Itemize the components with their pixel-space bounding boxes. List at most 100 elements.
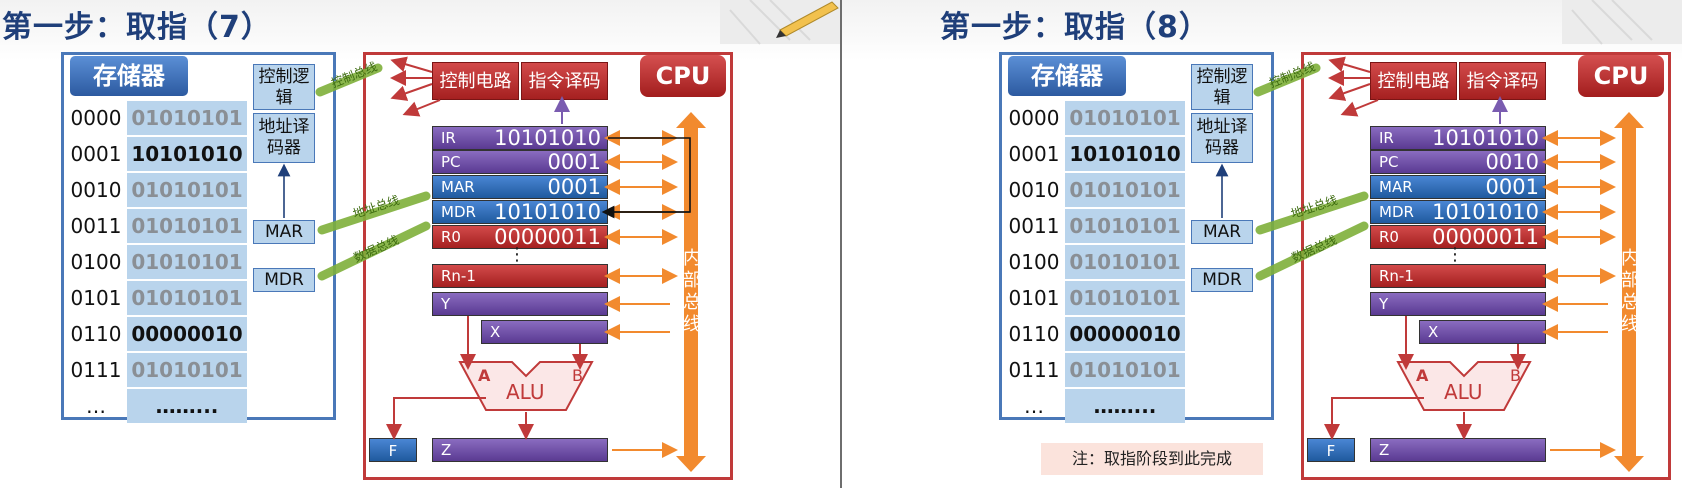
alu-shape	[1396, 361, 1532, 411]
memory-address: 0000	[70, 106, 122, 130]
register-x: X	[1419, 320, 1546, 344]
memory-address: 0000	[1008, 106, 1060, 130]
memory-cell: 01010101	[127, 352, 247, 387]
completion-note: 注：取指阶段到此完成	[1041, 443, 1263, 475]
memory-address: 0110	[70, 322, 122, 346]
register-value: 10101010	[494, 126, 601, 150]
memory-address: 0100	[1008, 250, 1060, 274]
internal-bus-label: 内部总线	[1621, 248, 1639, 335]
memory-address: 0011	[70, 214, 122, 238]
register-name: Y	[441, 295, 451, 313]
memory-address: 0101	[1008, 286, 1060, 310]
internal-bus-label: 内部总线	[683, 248, 701, 335]
register-rn-1: Rn-1	[1370, 264, 1546, 288]
slide-title: 第一步：取指（8）	[940, 10, 1210, 45]
memory-cell: 01010101	[1065, 100, 1185, 135]
memory-title: 存储器	[1008, 56, 1126, 96]
memory-cell: 00000010	[127, 316, 247, 351]
memory-address: 0110	[1008, 322, 1060, 346]
memory-cell: 01010101	[127, 280, 247, 315]
memory-address: 0101	[70, 286, 122, 310]
memory-cell: 01010101	[127, 100, 247, 135]
register-value: 10101010	[1432, 126, 1539, 150]
memory-mar-box: MAR	[1191, 220, 1253, 244]
register-value: 0010	[1485, 150, 1539, 174]
memory-address: 0011	[1008, 214, 1060, 238]
register-name: R0	[441, 228, 461, 246]
slide-step-8: 第一步：取指（8） 存储器 0000 0001 0010 0011 0100 0…	[842, 0, 1682, 488]
register-name: Rn-1	[441, 267, 476, 285]
register-name: MDR	[1379, 203, 1414, 221]
panel-divider	[840, 0, 842, 488]
register-name: Y	[1379, 295, 1389, 313]
pencil-decoration-icon	[720, 0, 840, 45]
memory-address: 0111	[70, 358, 122, 382]
alu-input-a: A	[1416, 366, 1429, 385]
register-x: X	[481, 320, 608, 344]
memory-cell: 01010101	[1065, 172, 1185, 207]
memory-address: 0010	[70, 178, 122, 202]
memory-cell: 01010101	[127, 244, 247, 279]
register-name: MDR	[441, 203, 476, 221]
slide-step-7: 第一步：取指（7） 存储器 0000 0001 0010 0011 0100 0…	[0, 0, 840, 488]
memory-title: 存储器	[70, 56, 188, 96]
memory-address: …	[86, 394, 106, 418]
memory-cell: 00000010	[1065, 316, 1185, 351]
memory-cell: 01010101	[1065, 208, 1185, 243]
control-circuit-box: 控制电路	[1370, 62, 1457, 100]
internal-bus	[676, 112, 706, 472]
register-name: PC	[441, 153, 461, 171]
memory-cell: ……...	[127, 388, 247, 423]
control-circuit-box: 控制电路	[432, 62, 519, 100]
register-ellipsis: ⋮	[508, 244, 526, 265]
alu-label: ALU	[1444, 380, 1483, 404]
register-name: X	[490, 323, 501, 341]
register-name: MAR	[441, 178, 475, 196]
register-value: 00000011	[1432, 225, 1539, 249]
register-name: PC	[1379, 153, 1399, 171]
register-name: X	[1428, 323, 1439, 341]
register-name: Rn-1	[1379, 267, 1414, 285]
memory-address: 0001	[70, 142, 122, 166]
register-value: 10101010	[1432, 200, 1539, 224]
register-y: Y	[432, 292, 608, 316]
connection-arrows	[1215, 56, 1616, 458]
memory-mdr-box: MDR	[1191, 268, 1253, 292]
register-name: Z	[441, 441, 452, 459]
register-pc: PC 0001	[432, 150, 608, 174]
register-y: Y	[1370, 292, 1546, 316]
flag-register-f: F	[1307, 438, 1355, 462]
address-decoder-box: 地址译码器	[1191, 113, 1253, 163]
alu-input-b: B	[1510, 366, 1521, 385]
register-value: 00000011	[494, 225, 601, 249]
register-value: 0001	[547, 150, 601, 174]
alu-shape	[458, 361, 594, 411]
register-mdr: MDR 10101010	[1370, 200, 1546, 224]
register-r0: R0 00000011	[1370, 225, 1546, 249]
memory-address: 0010	[1008, 178, 1060, 202]
control-logic-box: 控制逻辑	[253, 64, 315, 110]
memory-address: 0100	[70, 250, 122, 274]
memory-cell: 01010101	[1065, 244, 1185, 279]
register-mar: MAR 0001	[432, 175, 608, 199]
memory-address: 0111	[1008, 358, 1060, 382]
internal-bus	[1614, 112, 1644, 472]
memory-address: …	[1024, 394, 1044, 418]
connection-arrows	[277, 56, 691, 458]
memory-address: 0001	[1008, 142, 1060, 166]
register-r0: R0 00000011	[432, 225, 608, 249]
register-name: R0	[1379, 228, 1399, 246]
control-logic-box: 控制逻辑	[1191, 64, 1253, 110]
register-pc: PC 0010	[1370, 150, 1546, 174]
memory-cell: 10101010	[1065, 136, 1185, 171]
pencil-decoration-icon	[1562, 0, 1682, 45]
alu-input-a: A	[478, 366, 491, 385]
memory-cell: 01010101	[1065, 280, 1185, 315]
memory-cell: 01010101	[1065, 352, 1185, 387]
alu-input-b: B	[572, 366, 583, 385]
register-name: IR	[441, 129, 456, 147]
register-value: 0001	[547, 175, 601, 199]
